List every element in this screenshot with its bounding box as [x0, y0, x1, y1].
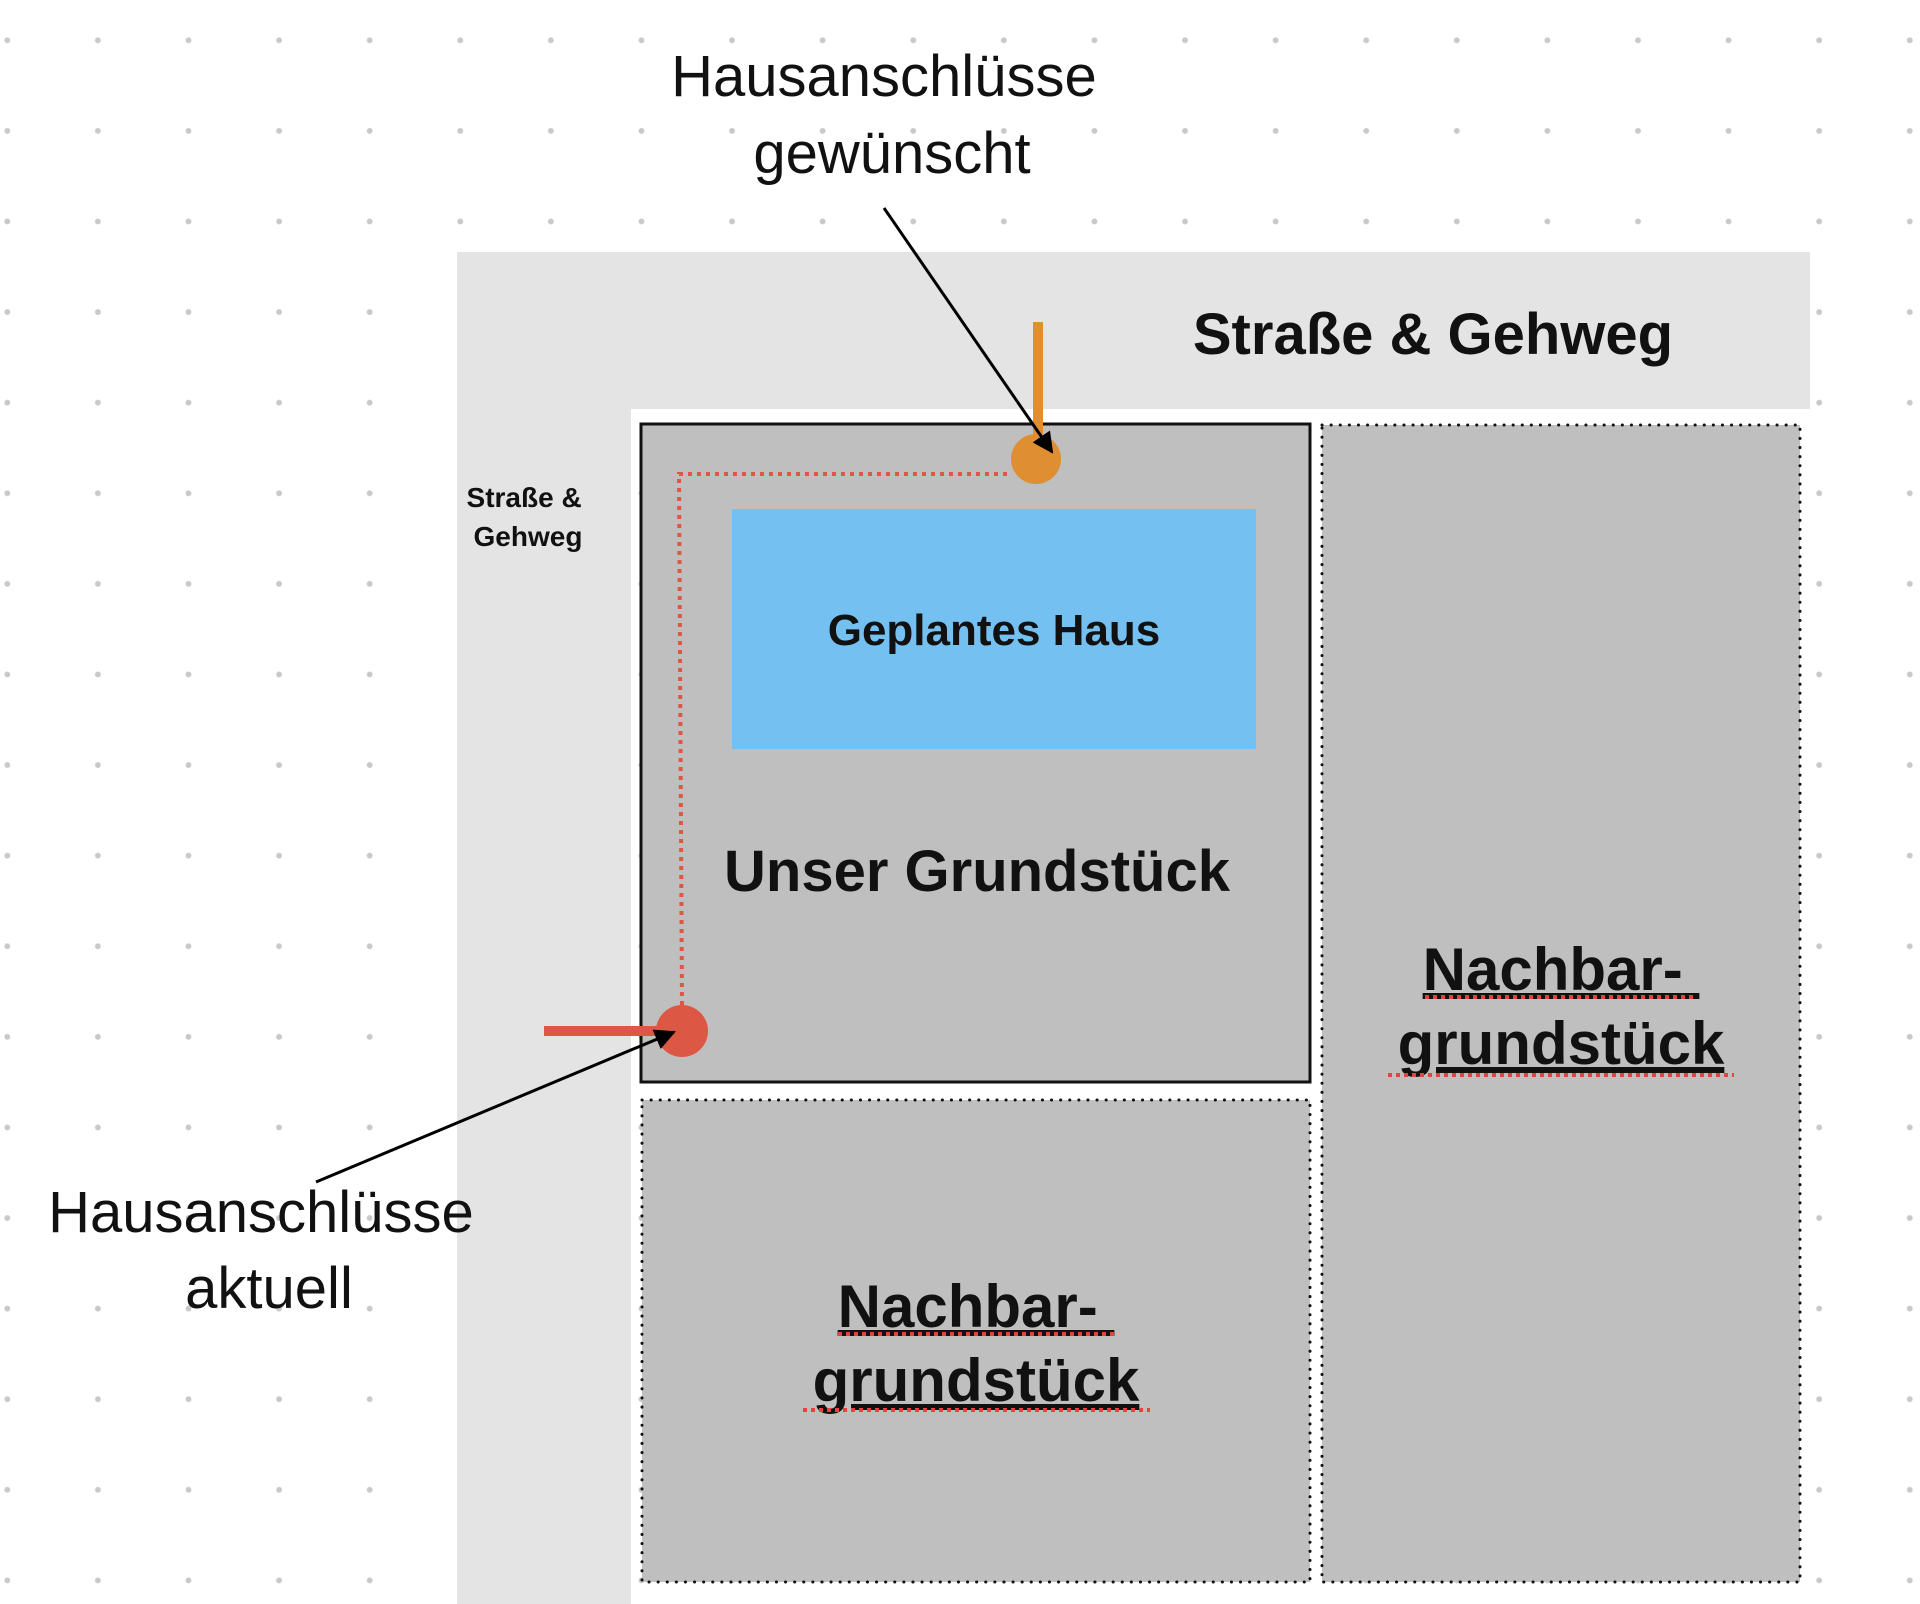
neighbor-bottom-label-line2: grundstück: [813, 1347, 1140, 1414]
planned-house[interactable]: [732, 509, 1256, 749]
current-connection-arrow: [315, 1029, 676, 1184]
current-connection-label-line1: Hausanschlüsse: [48, 1180, 474, 1245]
neighbor-right-label-line1: Nachbar-: [1423, 936, 1683, 1003]
our-plot-label: Unser Grundstück: [724, 839, 1231, 904]
street-left: [457, 252, 631, 1604]
current-connection-label: Hausanschlüsse aktuell: [48, 1180, 490, 1321]
street-top-label: Straße & Gehweg: [1193, 302, 1673, 367]
neighbor-plot-right[interactable]: [1320, 423, 1802, 1584]
planned-house-label: Geplantes Haus: [828, 606, 1161, 655]
neighbor-right-label: Nachbar- grundstück: [1398, 936, 1725, 1077]
spellcheck-underlines: [803, 995, 1734, 1412]
street-left-label: Straße & Gehweg: [467, 482, 590, 552]
current-connection-marker[interactable]: [656, 1005, 708, 1057]
neighbor-bottom-label: Nachbar- grundstück: [813, 1273, 1140, 1414]
desired-connection-label-line1: Hausanschlüsse: [671, 44, 1097, 109]
neighbor-plot-bottom[interactable]: [640, 1098, 1312, 1584]
desired-connection-label: Hausanschlüsse gewünscht: [671, 44, 1113, 186]
desired-connection-label-line2: gewünscht: [753, 121, 1030, 186]
street-left-label-line1: Straße &: [467, 482, 582, 513]
street-left-label-line2: Gehweg: [474, 521, 583, 552]
neighbor-bottom-label-line1: Nachbar-: [838, 1273, 1098, 1340]
desired-connection-marker[interactable]: [1011, 434, 1061, 484]
street-top: [457, 252, 1810, 409]
current-connection-label-line2: aktuell: [185, 1256, 353, 1321]
connection-route-dotted: [676, 472, 1012, 1006]
neighbor-right-label-line2: grundstück: [1398, 1010, 1725, 1077]
desired-connection-arrow: [882, 207, 1054, 454]
